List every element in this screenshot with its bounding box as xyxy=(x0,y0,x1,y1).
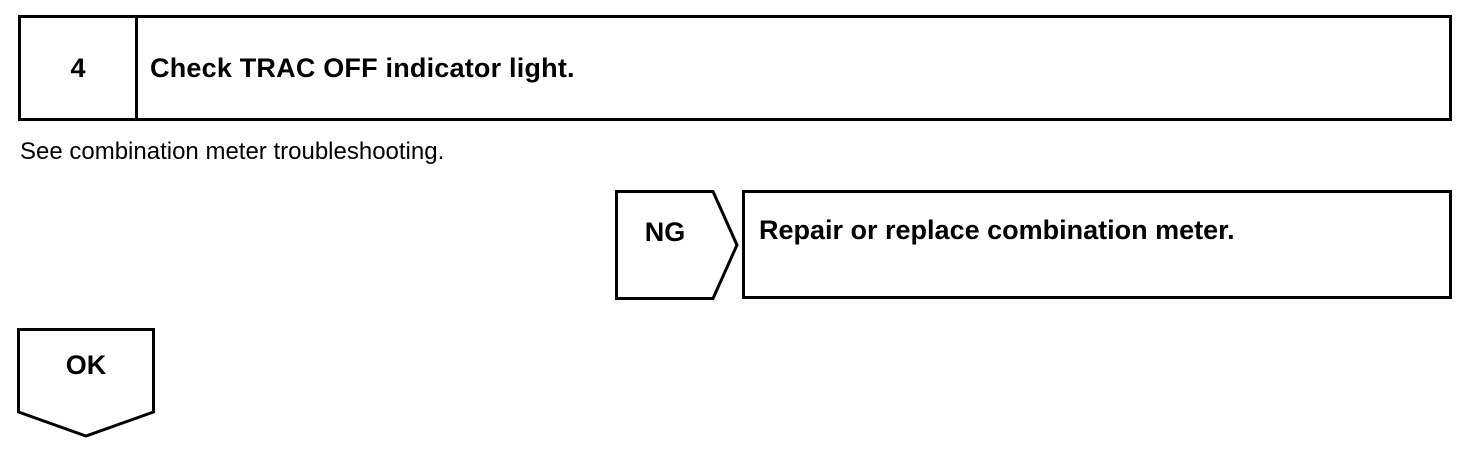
step-header-box: 4 Check TRAC OFF indicator light. xyxy=(18,15,1452,121)
ok-label: OK xyxy=(65,350,107,380)
step-title: Check TRAC OFF indicator light. xyxy=(150,52,575,83)
ng-action-box: Repair or replace combination meter. xyxy=(742,190,1452,299)
ng-action-text: Repair or replace combination meter. xyxy=(759,215,1235,245)
ng-label: NG xyxy=(644,216,686,247)
ng-arrow-shape xyxy=(615,190,739,300)
step-number: 4 xyxy=(21,18,138,118)
ok-arrow-shape xyxy=(17,328,155,438)
instruction-note: See combination meter troubleshooting. xyxy=(20,138,445,165)
